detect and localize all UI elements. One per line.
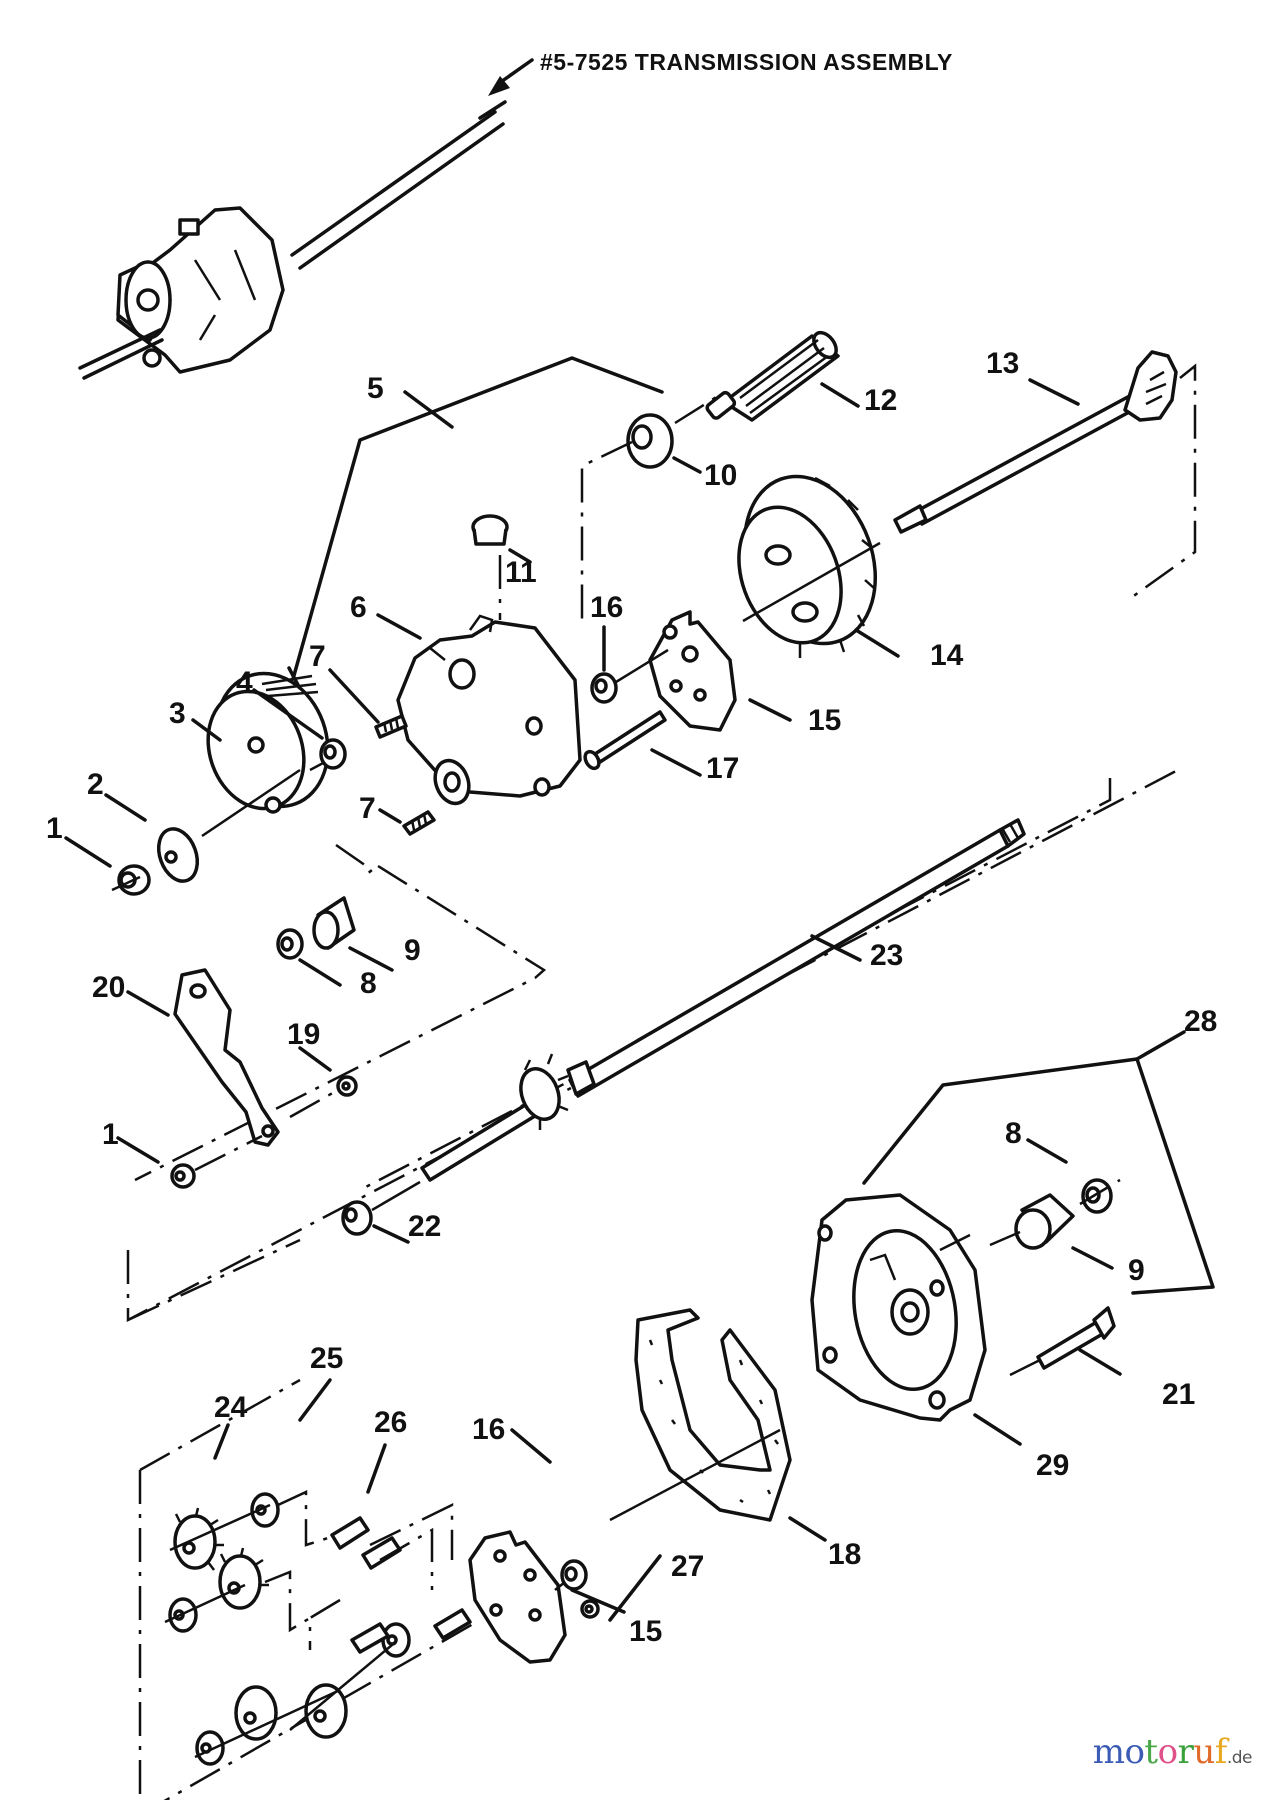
callout-2: 2 bbox=[87, 768, 104, 801]
pulley-3 bbox=[206, 671, 330, 814]
spacer-25-c bbox=[195, 1730, 225, 1766]
nut-1-lower bbox=[170, 1163, 196, 1189]
callout-26: 26 bbox=[374, 1406, 407, 1439]
washer-2 bbox=[156, 827, 200, 883]
callout-8-lower: 8 bbox=[1005, 1117, 1022, 1150]
callout-3: 3 bbox=[169, 697, 186, 730]
shaft-12 bbox=[705, 330, 840, 422]
ring-gear-14 bbox=[737, 474, 878, 658]
cap-11 bbox=[471, 514, 509, 546]
callout-1-lower: 1 bbox=[102, 1118, 119, 1151]
callout-8-upper: 8 bbox=[360, 967, 377, 1000]
callout-13: 13 bbox=[986, 347, 1019, 380]
bracket-28 bbox=[862, 1030, 1215, 1295]
spacer-25-a bbox=[250, 1492, 280, 1528]
spacer-9-upper bbox=[312, 896, 356, 950]
pin-26-b bbox=[361, 1536, 402, 1570]
planet-gear-24-a bbox=[173, 1507, 224, 1571]
callout-9-upper: 9 bbox=[404, 934, 421, 967]
bushing-22 bbox=[341, 1200, 373, 1236]
callout-7-upper: 7 bbox=[309, 640, 326, 673]
callout-21: 21 bbox=[1162, 1378, 1195, 1411]
shift-lever-20 bbox=[173, 968, 280, 1147]
housing-6 bbox=[396, 614, 582, 806]
spacer-9-lower bbox=[1014, 1193, 1075, 1250]
gasket-18 bbox=[634, 1308, 792, 1522]
callout-7-lower: 7 bbox=[359, 792, 376, 825]
callout-18: 18 bbox=[828, 1538, 861, 1571]
callout-27: 27 bbox=[671, 1550, 704, 1583]
spring-7-upper bbox=[374, 714, 408, 739]
watermark-letter: f bbox=[1214, 1732, 1228, 1772]
transmission-assembly-drawing bbox=[78, 100, 507, 380]
callout-15-lower: 15 bbox=[629, 1615, 662, 1648]
title-arrow bbox=[488, 58, 534, 96]
watermark-letter: t bbox=[1144, 1732, 1158, 1772]
callout-28: 28 bbox=[1184, 1005, 1217, 1038]
planet-gear-24-c bbox=[234, 1685, 278, 1741]
callout-16-lower: 16 bbox=[472, 1413, 505, 1446]
washer-8-upper bbox=[276, 928, 304, 960]
watermark-suffix: .de bbox=[1226, 1748, 1253, 1768]
callout-29: 29 bbox=[1036, 1449, 1069, 1482]
callout-14: 14 bbox=[930, 639, 964, 672]
washer-8-lower bbox=[1081, 1178, 1113, 1214]
spacer-25-d bbox=[381, 1622, 411, 1658]
pin-26-d bbox=[433, 1608, 472, 1640]
pin-26-a bbox=[330, 1516, 370, 1550]
planet-plate-15-lower bbox=[468, 1530, 567, 1664]
callout-6: 6 bbox=[350, 591, 367, 624]
callout-12: 12 bbox=[864, 384, 897, 417]
watermark-logo: motoruf.de bbox=[1092, 1732, 1253, 1772]
watermark-letter: u bbox=[1193, 1732, 1215, 1772]
watermark-letter: m bbox=[1092, 1732, 1125, 1772]
assembly-title: #5-7525 TRANSMISSION ASSEMBLY bbox=[540, 49, 953, 75]
housing-cover-29 bbox=[810, 1193, 987, 1422]
callout-20: 20 bbox=[92, 971, 125, 1004]
bearing-10 bbox=[626, 413, 674, 469]
callout-4: 4 bbox=[236, 666, 253, 699]
callout-22: 22 bbox=[408, 1210, 441, 1243]
axle-13 bbox=[893, 350, 1178, 534]
callout-23: 23 bbox=[870, 939, 903, 972]
callout-5: 5 bbox=[367, 372, 384, 405]
callout-25: 25 bbox=[310, 1342, 343, 1375]
washer-16-lower bbox=[560, 1559, 588, 1591]
leader-lines bbox=[64, 378, 1122, 1622]
planet-gear-24-d bbox=[304, 1683, 348, 1739]
callout-17: 17 bbox=[706, 752, 739, 785]
washer-4 bbox=[319, 738, 347, 770]
callout-10: 10 bbox=[704, 459, 737, 492]
spring-7-lower bbox=[402, 810, 436, 836]
nut-19 bbox=[336, 1075, 358, 1097]
callout-16-upper: 16 bbox=[590, 591, 623, 624]
washer-16-upper bbox=[590, 672, 618, 704]
nut-27 bbox=[580, 1599, 600, 1619]
callout-15-upper: 15 bbox=[808, 704, 841, 737]
planet-gear-24-b bbox=[218, 1547, 269, 1610]
drive-shaft-23 bbox=[420, 818, 1026, 1182]
bolt-21 bbox=[1036, 1306, 1116, 1370]
callout-1-upper: 1 bbox=[46, 812, 63, 845]
callout-9-lower: 9 bbox=[1128, 1254, 1145, 1287]
bolt-17 bbox=[583, 710, 667, 771]
watermark-letter: o bbox=[1124, 1732, 1145, 1772]
callout-24: 24 bbox=[214, 1391, 248, 1424]
callout-11: 11 bbox=[505, 556, 537, 589]
callout-19: 19 bbox=[287, 1018, 320, 1051]
planet-plate-15-upper bbox=[648, 610, 737, 732]
pin-26-c bbox=[350, 1622, 390, 1654]
watermark-letter: o bbox=[1157, 1732, 1178, 1772]
watermark-letter: r bbox=[1177, 1732, 1194, 1772]
